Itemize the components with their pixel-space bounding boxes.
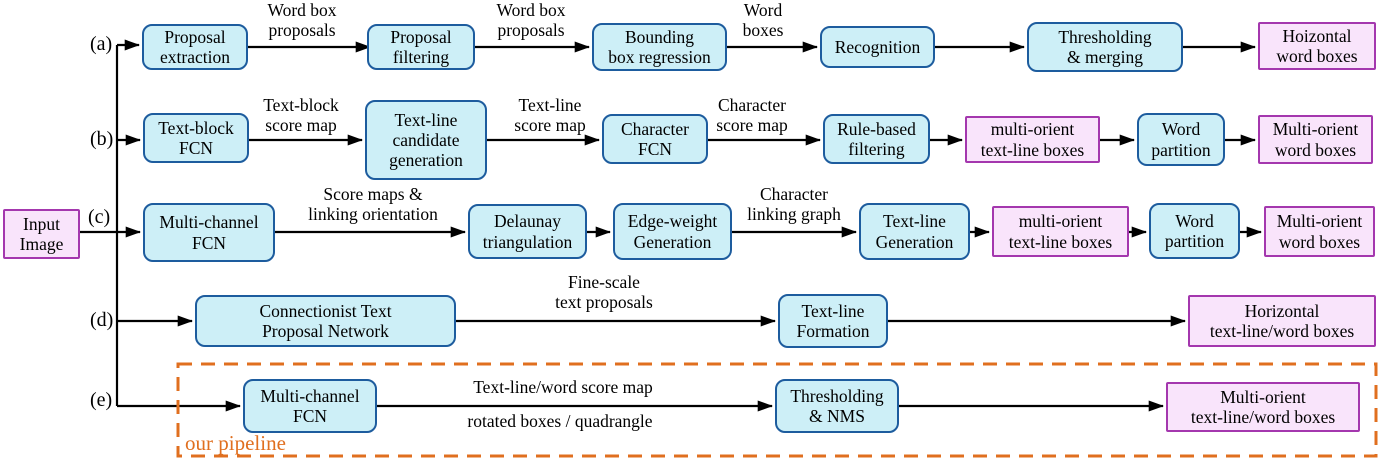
node-proposal-filtering: Proposal filtering	[367, 24, 475, 70]
row-tag-d: (d)	[90, 309, 114, 331]
node-thresholding-nms: Thresholding & NMS	[775, 379, 899, 433]
edge-label-text-line-word-score-map: Text-line/word score map	[473, 377, 653, 397]
node-word-partition-c: Word partition	[1149, 203, 1240, 259]
node-text-line-generation: Text-line Generation	[859, 203, 970, 260]
edge-label-word-boxes: Word boxes	[742, 0, 784, 40]
our-pipeline-label: our pipeline	[185, 431, 286, 455]
node-multi-orient-text-line-boxes-b: multi-orient text-line boxes	[965, 116, 1100, 163]
node-bounding-box-regression: Bounding box regression	[592, 23, 727, 71]
node-multi-orient-word-boxes-b: Multi-orient word boxes	[1258, 115, 1373, 164]
edge-label-word-box-proposals-2: Word box proposals	[496, 0, 566, 40]
node-word-partition-b: Word partition	[1137, 113, 1225, 166]
node-text-block-fcn: Text-block FCN	[143, 113, 249, 163]
node-multi-channel-fcn-c: Multi-channel FCN	[143, 203, 275, 262]
node-multi-channel-fcn-e: Multi-channel FCN	[243, 379, 377, 433]
node-multi-orient-text-line-word-boxes: Multi-orient text-line/word boxes	[1166, 382, 1360, 432]
node-thresholding-merging: Thresholding & merging	[1027, 22, 1183, 72]
row-tag-b: (b)	[90, 128, 114, 150]
node-multi-orient-word-boxes-c: Multi-orient word boxes	[1264, 206, 1375, 257]
node-multi-orient-text-line-boxes-c: multi-orient text-line boxes	[992, 206, 1129, 257]
our-pipeline-outline	[176, 362, 1378, 458]
node-horizontal-text-line-word-boxes: Horizontal text-line/word boxes	[1188, 295, 1376, 347]
node-text-line-candidate-generation: Text-line candidate generation	[365, 100, 487, 180]
node-input-image: Input Image	[3, 209, 80, 259]
node-recognition: Recognition	[820, 26, 935, 68]
row-tag-a: (a)	[90, 33, 113, 55]
edge-label-character-linking-graph: Character linking graph	[747, 184, 841, 224]
edge-label-fine-scale-text-proposals: Fine-scale text proposals	[555, 272, 653, 312]
node-hoizontal-word-boxes: Hoizontal word boxes	[1258, 22, 1376, 70]
node-rule-based-filtering: Rule-based filtering	[823, 114, 930, 164]
node-proposal-extraction: Proposal extraction	[142, 24, 248, 70]
node-character-fcn: Character FCN	[602, 114, 708, 164]
node-connectionist-text-proposal-network: Connectionist Text Proposal Network	[195, 295, 456, 347]
edge-label-text-block-score-map: Text-block score map	[263, 95, 339, 135]
row-tag-e: (e)	[90, 389, 113, 411]
node-text-line-formation: Text-line Formation	[778, 294, 888, 348]
edge-label-character-score-map: Character score map	[716, 95, 788, 135]
node-edge-weight-generation: Edge-weight Generation	[613, 203, 732, 260]
edge-label-score-maps-linking-orientation: Score maps & linking orientation	[308, 184, 438, 224]
edge-label-word-box-proposals-1: Word box proposals	[267, 0, 337, 40]
row-tag-c: (c)	[88, 206, 111, 228]
edge-label-rotated-boxes-quadrangle: rotated boxes / quadrangle	[467, 411, 653, 431]
node-delaunay-triangulation: Delaunay triangulation	[468, 204, 587, 259]
edge-label-text-line-score-map: Text-line score map	[514, 95, 586, 135]
